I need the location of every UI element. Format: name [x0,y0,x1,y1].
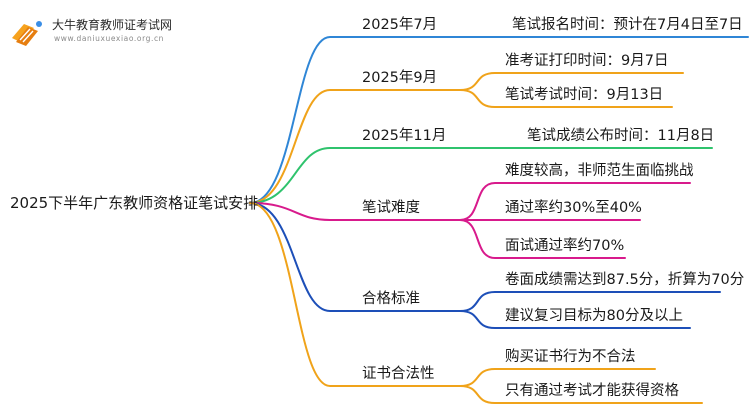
book-icon [12,21,42,46]
branch-label: 合格标准 [362,291,420,307]
leaf-label: 购买证书行为不合法 [505,349,636,365]
leaf-connector [459,89,673,108]
leaf-label: 通过率约30%至40% [505,200,642,216]
branch-connector [249,202,461,312]
branch-connector [249,147,461,204]
leaf-label: 笔试报名时间：预计在7月4日至7日 [512,17,743,33]
branch-label: 2025年9月 [362,70,438,86]
leaf-label: 面试通过率约70% [505,238,625,254]
leaf-connector [459,72,684,91]
leaf-label: 只有通过考试才能获得资格 [505,383,679,399]
branch-connector [249,89,461,204]
leaf-label: 卷面成绩需达到87.5分，折算为70分 [505,272,745,288]
leaf-label: 建议复习目标为80分及以上 [505,308,683,324]
branch-connector [249,202,461,221]
leaf-label: 准考证打印时间：9月7日 [505,53,669,69]
site-logo: 大牛教育教师证考试网 www.daniuxuexiao.org.cn [8,14,228,50]
leaf-connector [459,310,691,329]
leaf-label: 难度较高，非师范生面临挑战 [505,163,694,179]
leaf-label: 笔试成绩公布时间：11月8日 [527,128,715,144]
leaf-label: 笔试考试时间：9月13日 [505,87,664,103]
branch-connector [249,202,461,387]
mind-map-root: 2025下半年广东教师资格证笔试安排 [10,194,259,212]
leaf-connector [459,219,626,259]
branch-label: 2025年7月 [362,17,438,33]
leaf-connector [459,291,721,312]
branch-label: 笔试难度 [362,200,420,216]
branch-label: 2025年11月 [362,128,447,144]
logo-site-url: www.daniuxuexiao.org.cn [54,34,165,43]
branch-connector [249,36,461,204]
branch-label: 证书合法性 [362,366,435,382]
leaf-connector [459,368,656,387]
leaf-connector [459,182,691,221]
logo-site-name: 大牛教育教师证考试网 [52,18,173,32]
leaf-connector [459,385,703,404]
